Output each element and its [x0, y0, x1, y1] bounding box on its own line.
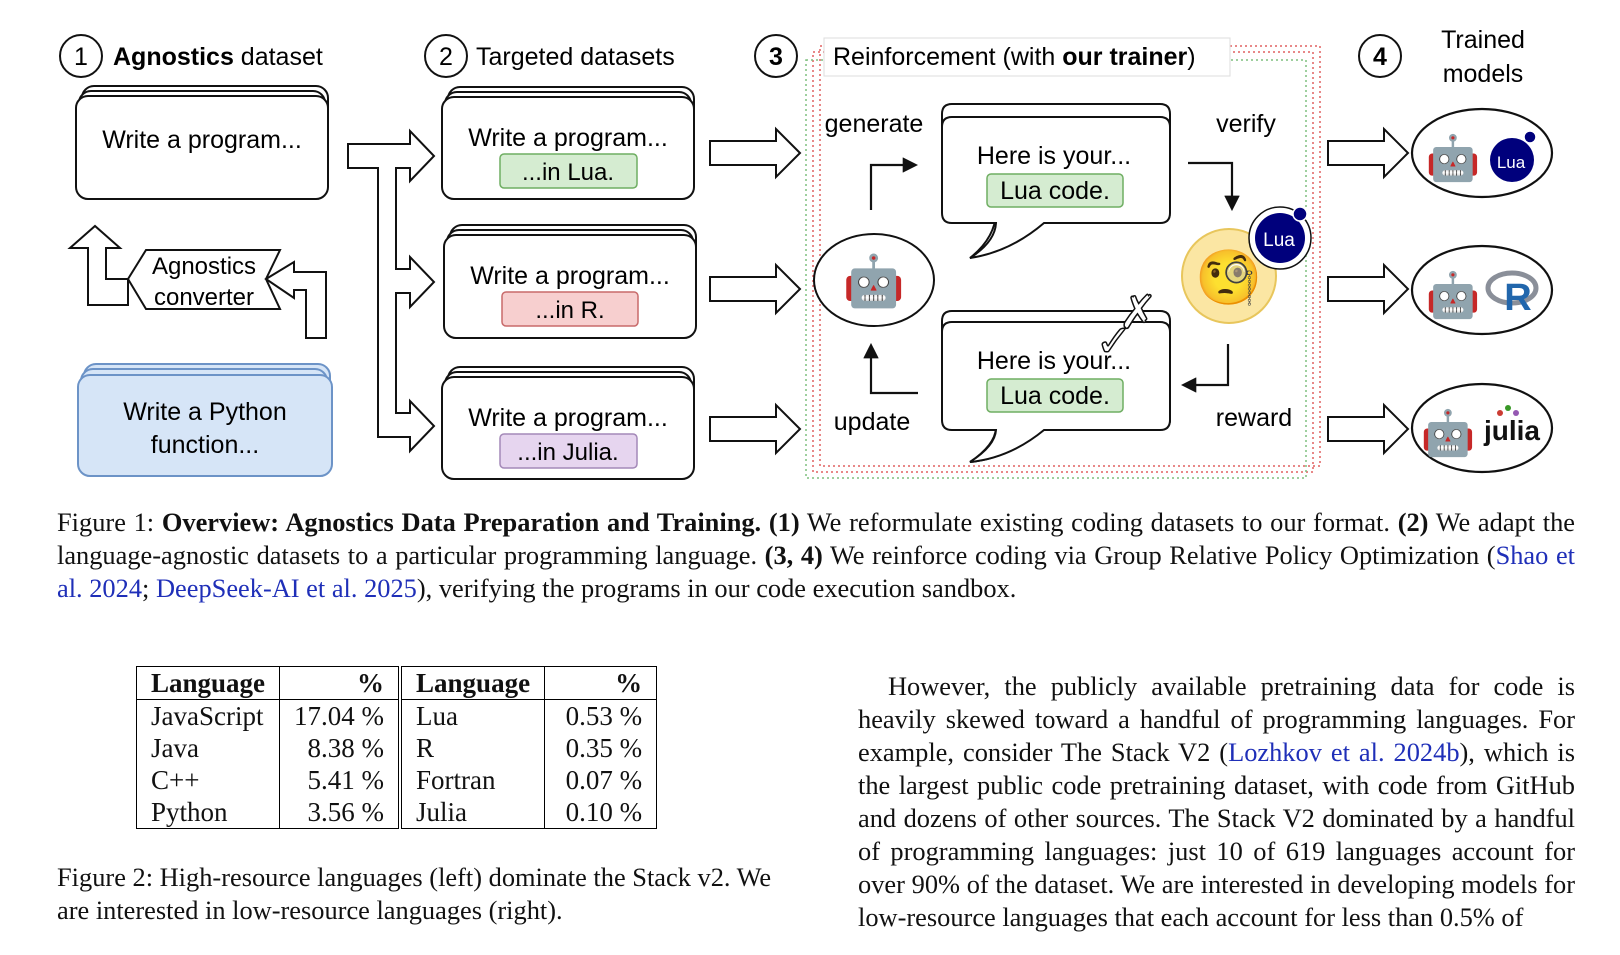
agnostics-card-text: Write a program... [102, 126, 302, 154]
column-header: Language [398, 666, 545, 700]
lua-logo-icon: Lua [1497, 153, 1526, 172]
policy-robot: 🤖 [813, 233, 935, 327]
up-arrow-icon [67, 224, 129, 306]
bubble-bottom-line2: Lua code. [1000, 382, 1110, 410]
citation-link[interactable]: Lozhkov et al. 2024b [1228, 737, 1460, 767]
verifier: 🧐 Lua [1181, 206, 1312, 324]
step4-line1: Trained [1441, 26, 1525, 54]
svg-text:Write a program...: Write a program... [468, 404, 668, 432]
converter-line2: converter [154, 284, 254, 311]
citation-link[interactable]: DeepSeek-AI et al. 2025 [155, 573, 417, 603]
julia-logo-icon: julia [1483, 415, 1540, 446]
column-header: % [544, 666, 657, 700]
r-logo-icon: R [1504, 277, 1531, 319]
column-header: Language [136, 666, 280, 700]
robot-icon: 🤖 [1421, 408, 1476, 458]
svg-text:Write a program...: Write a program... [468, 124, 668, 152]
step4-line2: models [1443, 60, 1524, 88]
target-dataset-julia: Write a program... ...in Julia. [441, 366, 695, 480]
target-dataset-r: Write a program... ...in R. [443, 224, 697, 339]
step1-rest: dataset [234, 43, 323, 71]
trainer-frame: Reinforcement (with our trainer) [805, 37, 1321, 479]
step1-number: 1 [74, 43, 88, 71]
step3-number: 3 [769, 43, 783, 71]
svg-text:Write a program...: Write a program... [470, 262, 670, 290]
block-arrows-to-models [1327, 126, 1410, 456]
monocle-face-icon: 🧐 [1195, 248, 1262, 308]
generate-label: generate [825, 110, 924, 138]
step2-label: Targeted datasets [476, 43, 675, 71]
reward-label: reward [1216, 404, 1292, 432]
citation-link[interactable]: Shao et al. 2024 [57, 540, 1576, 603]
target-dataset-lua: Write a program... ...in Lua. [441, 86, 695, 200]
step2-header: 2 Targeted datasets [424, 34, 675, 78]
model-julia: 🤖 julia [1410, 382, 1554, 474]
caption1-prefix: Figure 1: [57, 507, 162, 537]
branch-arrow [347, 128, 436, 454]
step4-header: 4 Trained models [1358, 26, 1525, 88]
model-r: 🤖 R [1410, 244, 1554, 336]
table-header-row: Language % Language % [136, 666, 657, 700]
robot-icon: 🤖 [1426, 133, 1481, 183]
target-r-label: ...in R. [535, 297, 604, 324]
python-dataset-stack: Write a Python function... [77, 363, 333, 477]
speech-bubble-bottom: Here is your... Lua code. ✗ ✓ [941, 285, 1171, 463]
python-line1: Write a Python [123, 398, 287, 426]
bubble-top-line2: Lua code. [1000, 177, 1110, 205]
agnostics-dataset-stack: Write a program... [75, 85, 329, 200]
verify-label: verify [1216, 110, 1276, 138]
robot-icon: 🤖 [1426, 270, 1481, 320]
bubble-bottom-line1: Here is your... [977, 347, 1131, 375]
converter-line1: Agnostics [152, 253, 256, 280]
column-header: % [279, 666, 401, 700]
caption1-title: Overview: Agnostics Data Preparation and… [161, 507, 762, 537]
cross-icon: ✗ [1119, 286, 1158, 338]
step3-header: 3 [754, 34, 798, 78]
block-arrows-to-trainer [709, 126, 802, 456]
target-lua-label: ...in Lua. [522, 159, 614, 186]
bubble-top-line1: Here is your... [977, 142, 1131, 170]
step2-number: 2 [439, 43, 453, 71]
check-icon: ✓ [1096, 317, 1133, 366]
loop-arrows [863, 157, 1240, 395]
robot-icon: 🤖 [843, 252, 905, 309]
update-label: update [834, 408, 910, 436]
agnostics-converter: Agnostics converter [67, 224, 327, 339]
svg-text:Agnostics dataset: Agnostics dataset [113, 43, 323, 71]
body-paragraph: However, the publicly available pretrain… [858, 671, 1575, 932]
speech-bubble-top: Here is your... Lua code. [941, 103, 1171, 259]
step3-label: Reinforcement (with our trainer) [833, 43, 1196, 71]
step1-bold: Agnostics [113, 43, 234, 71]
step1-header: 1 Agnostics dataset [59, 34, 323, 78]
lua-badge-icon: Lua [1263, 230, 1295, 251]
overview-diagram: 1 Agnostics dataset 2 Targeted datasets … [59, 26, 1554, 480]
figure2-caption: Figure 2: High-resource languages (left)… [57, 862, 772, 925]
left-arrow-icon [264, 260, 327, 339]
target-julia-label: ...in Julia. [517, 439, 618, 466]
model-lua: 🤖 Lua [1410, 107, 1554, 199]
step4-number: 4 [1373, 43, 1387, 71]
figure1-caption: Figure 1: Overview: Agnostics Data Prepa… [57, 507, 1576, 603]
python-line2: function... [151, 431, 259, 459]
